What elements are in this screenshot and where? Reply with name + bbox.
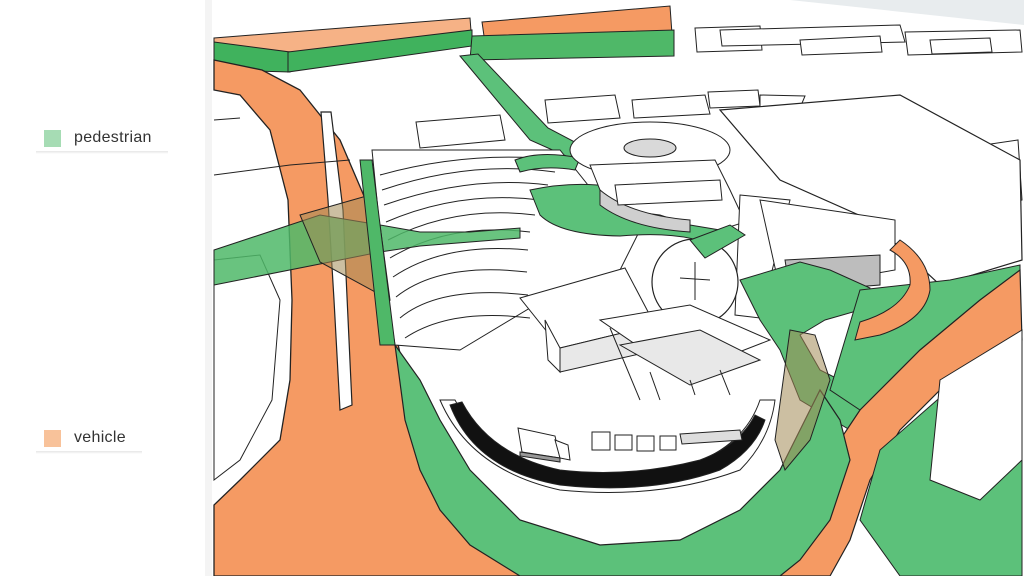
parked-vehicles bbox=[591, 429, 743, 452]
ramp-marker bbox=[679, 262, 711, 300]
delivery-truck-icon bbox=[517, 427, 571, 463]
vehicle-swatch bbox=[44, 429, 61, 447]
road-edge-line bbox=[213, 159, 351, 176]
legend-item-vehicle: vehicle bbox=[36, 429, 142, 454]
pedestrian-path-bottom bbox=[394, 344, 851, 576]
legend-label-pedestrian: pedestrian bbox=[74, 129, 152, 146]
distant-buildings bbox=[694, 24, 1023, 56]
legend-label-vehicle: vehicle bbox=[74, 429, 126, 446]
pedestrian-swatch bbox=[44, 129, 61, 147]
pedestrian-ramp-link bbox=[689, 224, 746, 259]
legend-panel: pedestrian vehicle bbox=[0, 0, 205, 576]
pedestrian-plaza-upper bbox=[514, 153, 581, 173]
vehicle-loop-right bbox=[854, 239, 931, 341]
site-sketch bbox=[212, 0, 1024, 576]
road-edge-line-2 bbox=[213, 117, 241, 121]
pedestrian-bridge-right bbox=[469, 29, 675, 61]
pavilions bbox=[519, 267, 772, 401]
service-wall bbox=[449, 401, 766, 489]
pedestrian-vehicle-overlap bbox=[774, 329, 831, 472]
sky-area bbox=[790, 0, 1024, 25]
legend-item-pedestrian: pedestrian bbox=[36, 129, 168, 154]
southeast-platform bbox=[929, 329, 1023, 501]
right-platform bbox=[718, 94, 1023, 286]
